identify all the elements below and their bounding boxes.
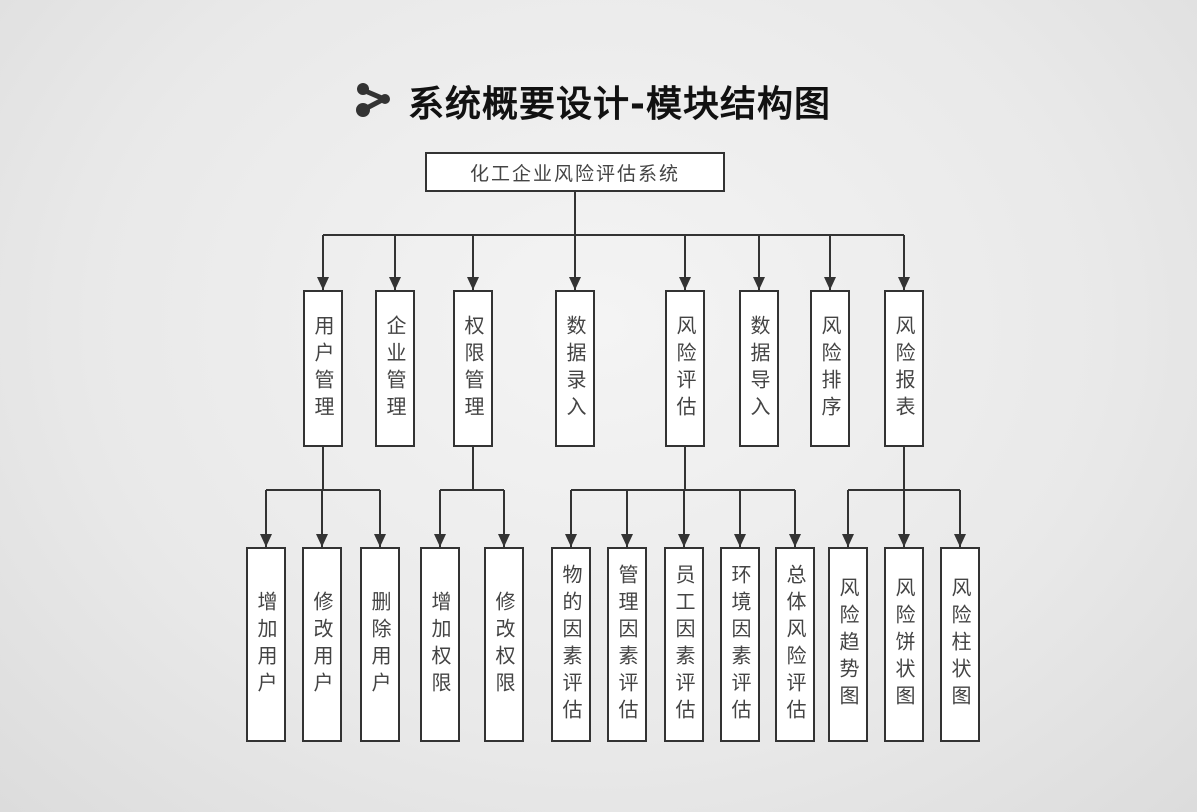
arrowhead-icon <box>498 534 510 547</box>
arrowhead-icon <box>389 277 401 290</box>
share-node-icon <box>354 79 394 123</box>
arrowhead-icon <box>734 534 746 547</box>
arrowhead-icon <box>569 277 581 290</box>
title-text: 系统概要设计-模块结构图 <box>408 84 831 125</box>
arrowhead-icon <box>679 277 691 290</box>
arrowhead-icon <box>842 534 854 547</box>
arrowhead-icon <box>898 277 910 290</box>
arrowhead-icon <box>434 534 446 547</box>
module-box: 数据录入 <box>555 290 595 447</box>
submodule-box: 删除用户 <box>360 547 400 742</box>
submodule-box-label: 删除用户 <box>368 590 392 699</box>
arrowhead-icon <box>678 534 690 547</box>
module-box-label: 数据导入 <box>747 314 771 423</box>
root-system-box: 化工企业风险评估系统 <box>425 152 725 192</box>
submodule-box: 风险饼状图 <box>884 547 924 742</box>
submodule-box: 风险柱状图 <box>940 547 980 742</box>
submodule-box: 修改用户 <box>302 547 342 742</box>
module-box: 风险报表 <box>884 290 924 447</box>
arrowhead-icon <box>374 534 386 547</box>
submodule-box: 修改权限 <box>484 547 524 742</box>
submodule-box-label: 风险趋势图 <box>836 577 860 712</box>
submodule-box: 风险趋势图 <box>828 547 868 742</box>
arrowhead-icon <box>621 534 633 547</box>
submodule-box-label: 物的因素评估 <box>559 563 583 726</box>
arrowhead-icon <box>317 277 329 290</box>
submodule-box-label: 修改权限 <box>492 590 516 699</box>
module-box-label: 企业管理 <box>383 314 407 423</box>
submodule-box-label: 环境因素评估 <box>728 563 752 726</box>
module-box-label: 用户管理 <box>311 314 335 423</box>
arrowhead-icon <box>898 534 910 547</box>
module-box: 用户管理 <box>303 290 343 447</box>
module-box-label: 数据录入 <box>563 314 587 423</box>
arrowhead-icon <box>565 534 577 547</box>
submodule-box-label: 管理因素评估 <box>615 563 639 726</box>
submodule-box-label: 员工因素评估 <box>672 563 696 726</box>
submodule-box: 环境因素评估 <box>720 547 760 742</box>
submodule-box-label: 增加用户 <box>254 590 278 699</box>
submodule-box: 增加用户 <box>246 547 286 742</box>
arrowhead-icon <box>789 534 801 547</box>
submodule-box: 管理因素评估 <box>607 547 647 742</box>
submodule-box-label: 增加权限 <box>428 590 452 699</box>
submodule-box: 增加权限 <box>420 547 460 742</box>
submodule-box-label: 风险柱状图 <box>948 577 972 712</box>
arrowhead-icon <box>954 534 966 547</box>
module-box: 风险排序 <box>810 290 850 447</box>
page-title: 系统概要设计-模块结构图 <box>354 74 831 128</box>
module-box: 风险评估 <box>665 290 705 447</box>
arrowhead-icon <box>467 277 479 290</box>
module-box-label: 风险报表 <box>892 314 916 423</box>
module-box-label: 风险评估 <box>673 314 697 423</box>
submodule-box-label: 总体风险评估 <box>783 563 807 726</box>
module-box: 权限管理 <box>453 290 493 447</box>
submodule-box-label: 风险饼状图 <box>892 577 916 712</box>
arrowhead-icon <box>316 534 328 547</box>
submodule-box: 员工因素评估 <box>664 547 704 742</box>
submodule-box: 物的因素评估 <box>551 547 591 742</box>
submodule-box: 总体风险评估 <box>775 547 815 742</box>
arrowhead-icon <box>753 277 765 290</box>
module-box-label: 权限管理 <box>461 314 485 423</box>
module-box: 数据导入 <box>739 290 779 447</box>
module-box: 企业管理 <box>375 290 415 447</box>
arrowhead-icon <box>260 534 272 547</box>
arrowhead-icon <box>824 277 836 290</box>
module-box-label: 风险排序 <box>818 314 842 423</box>
root-label: 化工企业风险评估系统 <box>469 162 680 185</box>
submodule-box-label: 修改用户 <box>310 590 334 699</box>
